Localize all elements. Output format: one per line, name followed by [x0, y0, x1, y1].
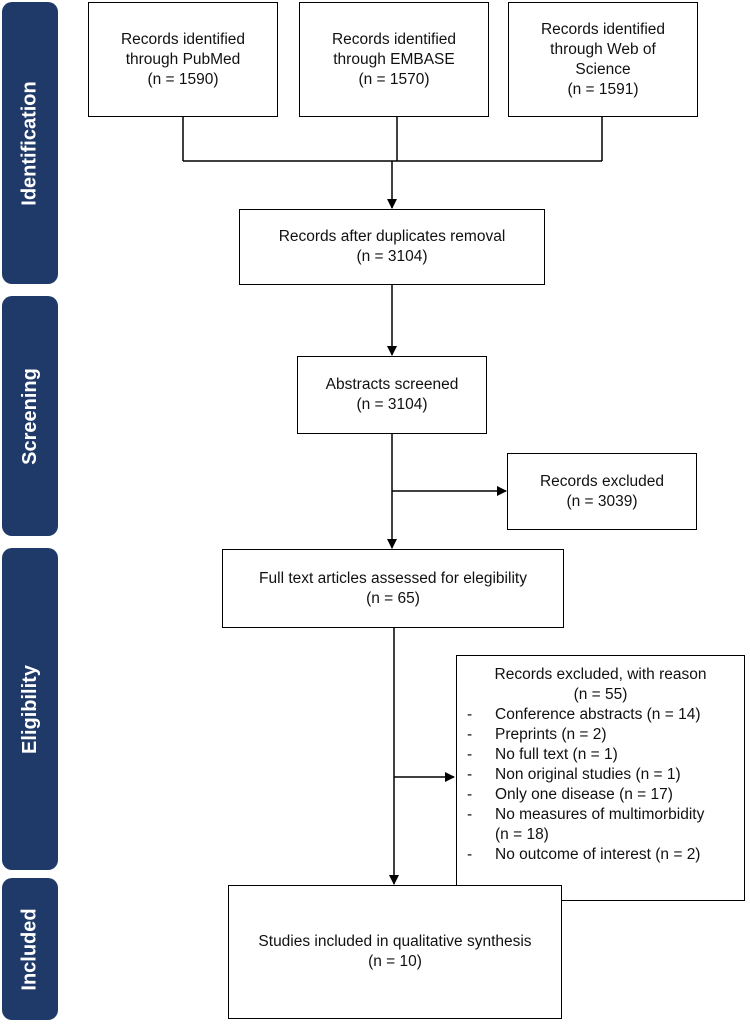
source-wos-count: (n = 1591): [567, 80, 639, 98]
included-count: (n = 10): [368, 953, 422, 970]
exclusion-reason-text: Non original studies (n = 1): [495, 766, 681, 783]
exclusion-reason-text: No measures of multimorbidity: [495, 806, 705, 823]
source-embase-line2: through EMBASE: [333, 50, 455, 68]
source-pubmed-line1: Records identified: [120, 30, 246, 48]
source-wos-line2: through Web of: [550, 40, 656, 58]
exclusion-reason-item: - Non original studies (n = 1): [457, 765, 744, 785]
exclusion-reason-text-continued: (n = 18): [495, 826, 549, 843]
excluded-label: Records excluded: [539, 472, 665, 490]
phase-eligibility: Eligibility: [2, 548, 58, 870]
exclusion-reason-text: Conference abstracts (n = 14): [495, 706, 701, 723]
source-pubmed-box: Records identified through PubMed (n = 1…: [88, 2, 278, 117]
exclusion-reason-item: - No measures of multimorbidity (n = 18): [457, 805, 744, 845]
list-dash: -: [467, 846, 473, 863]
phase-included: Included: [2, 878, 58, 1020]
phase-screening: Screening: [2, 296, 58, 536]
dedup-box: Records after duplicates removal (n = 31…: [239, 209, 545, 285]
excluded-count: (n = 3039): [566, 492, 638, 510]
exclusion-reason-text: No outcome of interest (n = 2): [495, 846, 701, 863]
exclusion-reason-item: - Preprints (n = 2): [457, 725, 744, 745]
list-dash: -: [467, 786, 473, 803]
screened-count: (n = 3104): [356, 396, 428, 413]
exclusion-reason-text: Preprints (n = 2): [495, 726, 607, 743]
source-embase-count: (n = 1570): [358, 70, 430, 88]
exclusion-reason-text: Only one disease (n = 17): [495, 786, 673, 803]
fulltext-box: Full text articles assessed for elegibil…: [222, 549, 564, 628]
screened-label: Abstracts screened: [325, 376, 459, 393]
screened-box: Abstracts screened (n = 3104): [297, 356, 487, 434]
dedup-count: (n = 3104): [356, 248, 428, 265]
list-dash: -: [467, 706, 473, 723]
list-dash: -: [467, 726, 473, 743]
excluded-box: Records excluded (n = 3039): [507, 453, 697, 530]
exclusion-reason-item: - No full text (n = 1): [457, 745, 744, 765]
list-dash: -: [467, 766, 473, 783]
included-label: Studies included in qualitative synthesi…: [258, 933, 532, 950]
excluded-reason-count: (n = 55): [573, 686, 628, 703]
excluded-reason-label: Records excluded, with reason: [494, 666, 707, 683]
dedup-label: Records after duplicates removal: [278, 228, 506, 245]
fulltext-label: Full text articles assessed for elegibil…: [259, 569, 527, 587]
exclusion-reason-item: - No outcome of interest (n = 2): [457, 845, 744, 865]
fulltext-count: (n = 65): [366, 589, 420, 607]
source-wos-line1: Records identified: [540, 20, 666, 38]
excluded-reason-box: Records excluded, with reason (n = 55) -…: [456, 655, 745, 901]
source-embase-line1: Records identified: [331, 30, 457, 48]
list-dash: -: [467, 806, 473, 823]
source-embase-box: Records identified through EMBASE (n = 1…: [299, 2, 489, 117]
list-dash: -: [467, 746, 473, 763]
exclusion-reason-item: - Only one disease (n = 17): [457, 785, 744, 805]
included-box: Studies included in qualitative synthesi…: [228, 885, 562, 1019]
exclusion-reason-item: - Conference abstracts (n = 14): [457, 705, 744, 725]
exclusion-reason-list: - Conference abstracts (n = 14) - Prepri…: [457, 705, 744, 865]
source-pubmed-line2: through PubMed: [125, 50, 241, 68]
phase-identification: Identification: [2, 2, 58, 284]
source-pubmed-count: (n = 1590): [147, 70, 219, 88]
source-wos-line3: Science: [575, 60, 631, 78]
exclusion-reason-text: No full text (n = 1): [495, 746, 618, 763]
source-wos-box: Records identified through Web of Scienc…: [508, 2, 698, 117]
